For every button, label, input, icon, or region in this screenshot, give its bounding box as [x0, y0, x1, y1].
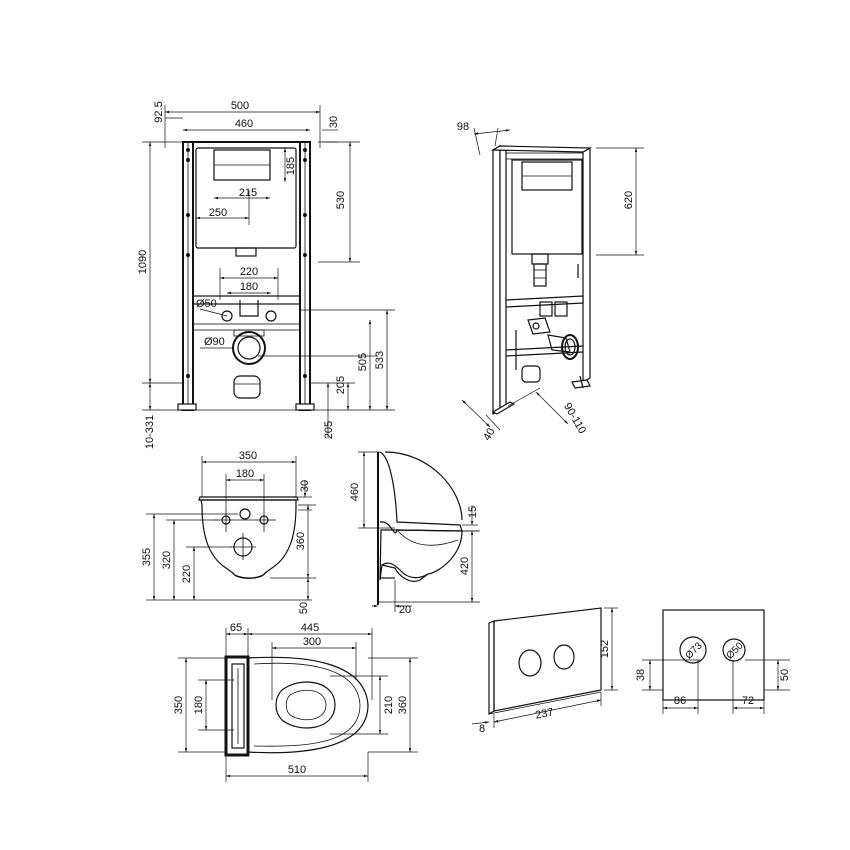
dim-bowl-220: 220 — [181, 565, 193, 583]
dim-92-5: 92.5 — [153, 101, 165, 122]
dim-top-65: 65 — [230, 622, 242, 634]
water-inlet-left — [221, 310, 233, 322]
dim-bowl-360: 360 — [295, 532, 307, 550]
iso-drain-outlet — [561, 334, 579, 360]
dim-plate-152: 152 — [599, 640, 611, 658]
dim-220: 220 — [240, 266, 258, 278]
dim-bowl-50: 50 — [298, 602, 310, 614]
dim-bowl-350: 350 — [239, 450, 257, 462]
dim-side-20: 20 — [399, 604, 411, 616]
plate-iso-button-large — [518, 649, 542, 677]
iso-left-post — [492, 144, 501, 416]
dim-bowl-180: 180 — [236, 468, 254, 480]
dim-top-510: 510 — [288, 764, 306, 776]
dim-10-331: 10-331 — [144, 415, 156, 449]
frame-iso-view: 98 620 40 90-110 — [457, 121, 644, 443]
dim-205-bottom: 205 — [323, 421, 335, 439]
dim-533: 533 — [374, 351, 386, 369]
frame-left-foot — [177, 403, 197, 411]
flush-plate-iso: 152 237 8 — [471, 607, 618, 735]
dim-plate-8: 8 — [479, 723, 485, 735]
dim-500: 500 — [231, 100, 249, 112]
dim-side-460: 460 — [349, 483, 361, 501]
flush-plate-front: Ø73 Ø50 38 50 86 72 — [635, 609, 791, 714]
plate-button-o50 — [722, 638, 746, 662]
dim-bowl-320: 320 — [161, 551, 173, 569]
dim-plate-72: 72 — [742, 695, 754, 707]
plate-front-face — [662, 609, 765, 701]
dim-460: 460 — [235, 118, 253, 130]
bowl-water-inlet — [239, 508, 251, 520]
bowl-body — [200, 499, 297, 579]
drain-elbow — [233, 375, 261, 399]
dim-90-110: 90-110 — [561, 401, 588, 436]
side-bowl-body — [379, 529, 463, 582]
bowl-top-view: 65 445 300 350 180 210 — [173, 622, 418, 782]
iso-right-post — [582, 146, 591, 384]
dim-215: 215 — [239, 187, 257, 199]
water-inlet-right — [265, 310, 277, 322]
frame-crossbar — [192, 295, 301, 305]
dim-plate-50: 50 — [779, 669, 791, 681]
top-rear-bracket — [224, 655, 250, 757]
dim-top-445: 445 — [301, 622, 319, 634]
dim-180: 180 — [240, 281, 258, 293]
dim-o50: Ø50 — [196, 298, 217, 310]
dim-plate-38: 38 — [635, 669, 647, 681]
bowl-seat-top — [198, 496, 299, 501]
dim-530: 530 — [335, 191, 347, 209]
dim-1090: 1090 — [137, 250, 149, 274]
dim-bowl-355: 355 — [141, 548, 153, 566]
dim-620: 620 — [623, 191, 635, 209]
dim-top-360: 360 — [397, 696, 409, 714]
plate-iso-button-small — [553, 644, 575, 670]
frame-front-view: 500 460 92.5 30 185 530 215 250 — [137, 100, 395, 449]
plate-button-o73 — [679, 636, 707, 664]
dim-205-right: 205 — [335, 376, 347, 394]
dim-side-15: 15 — [467, 506, 479, 518]
dim-side-420: 420 — [459, 557, 471, 575]
top-seat-outline — [247, 656, 369, 754]
dim-bowl-30: 30 — [299, 480, 311, 492]
dim-top-300: 300 — [303, 636, 321, 648]
dim-top-350: 350 — [173, 696, 185, 714]
bowl-front-view: 350 180 30 355 320 220 — [141, 450, 316, 614]
dim-top-210: 210 — [383, 696, 395, 714]
dim-o90: Ø90 — [204, 336, 225, 348]
frame-right-foot — [295, 403, 315, 411]
dim-185: 185 — [285, 157, 297, 175]
dim-30: 30 — [328, 116, 340, 128]
dim-98: 98 — [457, 121, 469, 133]
dim-505: 505 — [357, 353, 369, 371]
bowl-side-view: 460 15 420 20 — [349, 451, 480, 616]
dim-plate-o73: Ø73 — [683, 640, 704, 661]
dim-plate-86: 86 — [674, 695, 686, 707]
dim-250: 250 — [209, 207, 227, 219]
dim-top-180: 180 — [193, 696, 205, 714]
top-bowl-opening — [275, 681, 336, 729]
dim-plate-237: 237 — [534, 706, 554, 721]
side-seat — [379, 451, 463, 534]
dim-40: 40 — [481, 426, 498, 443]
side-lid-curve — [384, 451, 463, 521]
